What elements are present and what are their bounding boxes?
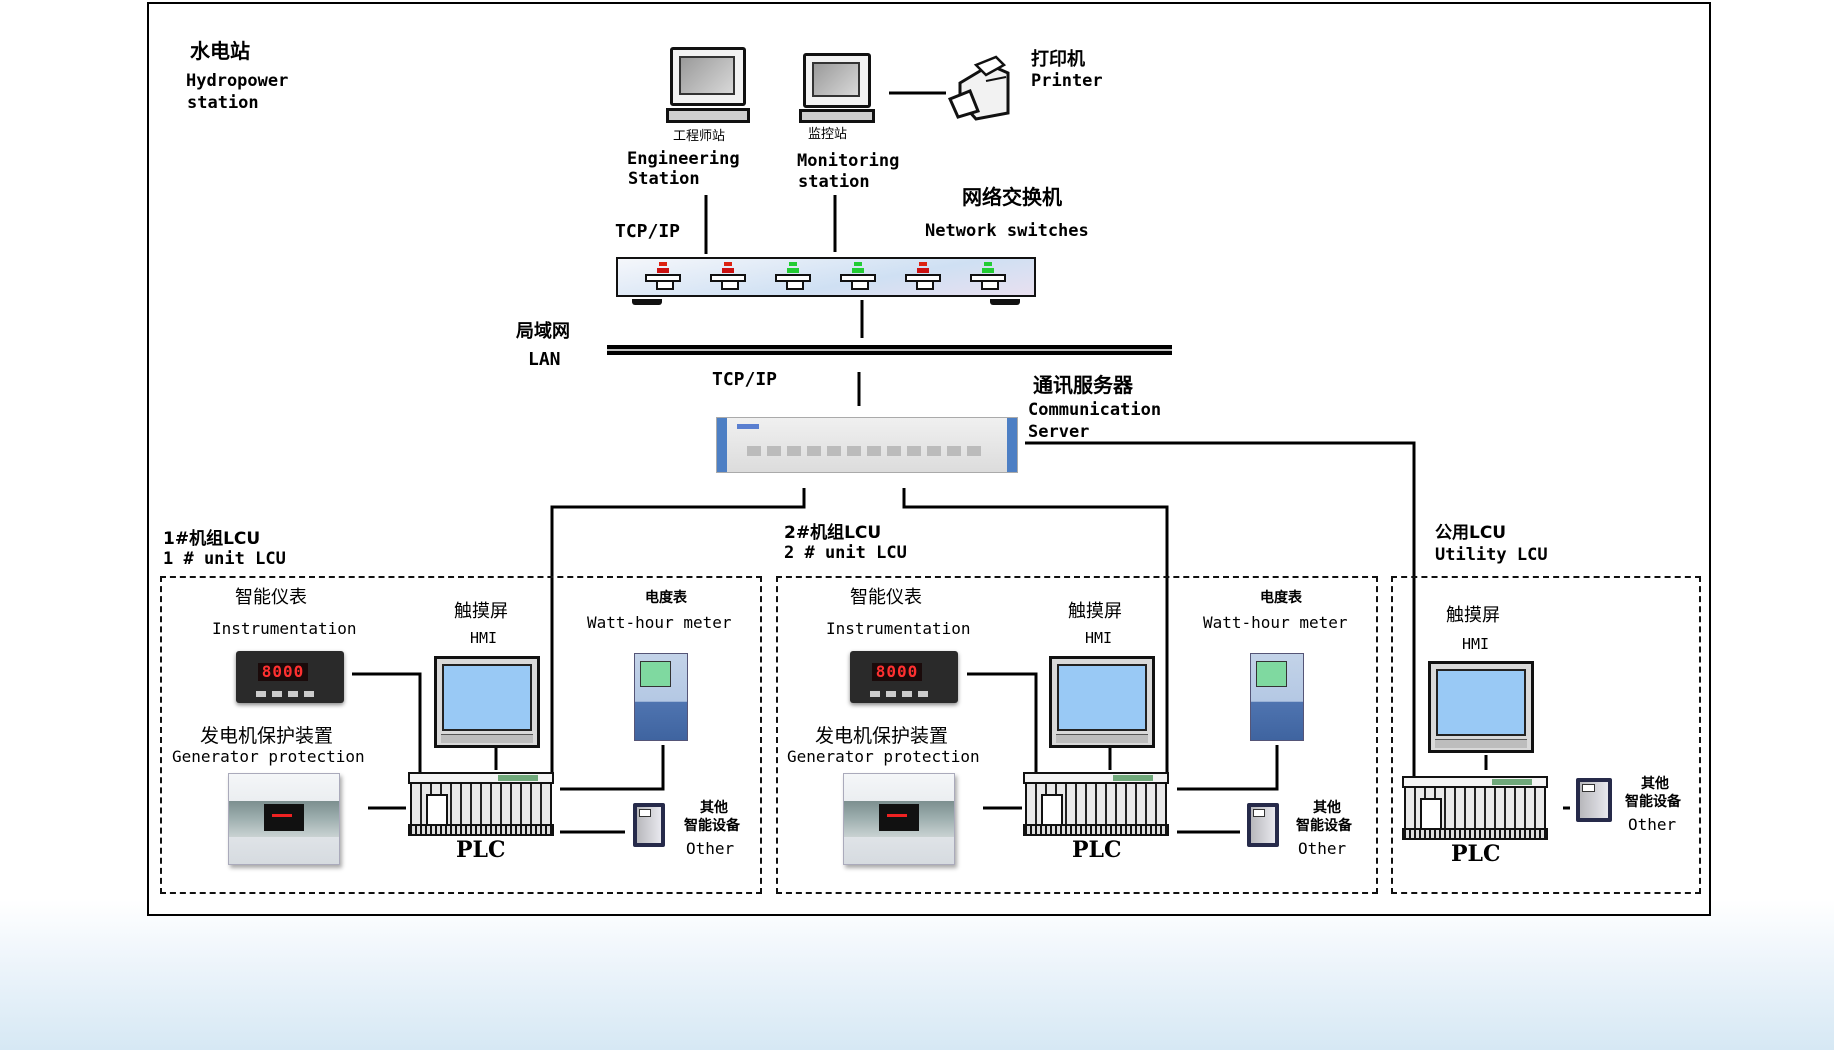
unit2-generator-label-en: Generator protection (787, 747, 980, 766)
network-switch-label-en: Network switches (925, 221, 1089, 241)
utility-hmi-label-cn: 触摸屏 (1446, 605, 1500, 626)
station-title-en-2: station (187, 93, 259, 113)
unit1-other-label-cn-1: 其他 (700, 800, 728, 816)
monitoring-station-label-en-2: station (798, 172, 870, 192)
server-label-en-2: Server (1028, 422, 1090, 442)
unit2-lcu-boundary (776, 576, 1378, 894)
utility-hmi-label-en: HMI (1462, 635, 1490, 653)
unit2-instrument-label-cn: 智能仪表 (850, 587, 922, 608)
station-title-en-1: Hydropower (186, 71, 289, 91)
unit2-hmi-touchscreen[interactable] (1049, 656, 1155, 748)
engineering-station-label-en-1: Engineering (627, 149, 740, 169)
tcpip-label-bottom: TCP/IP (712, 369, 778, 390)
unit2-hmi-label-en: HMI (1085, 629, 1113, 647)
unit1-title-en: 1 # unit LCU (163, 549, 286, 569)
network-switch-label-cn: 网络交换机 (962, 185, 1062, 209)
engineering-station-label-cn: 工程师站 (673, 129, 726, 144)
unit2-watt-label-en: Watt-hour meter (1203, 613, 1348, 632)
unit2-plc-device[interactable] (1023, 772, 1169, 836)
switch-port-5[interactable] (905, 262, 941, 290)
utility-plc-label: PLC (1451, 841, 1501, 867)
unit2-instrument-label-en: Instrumentation (826, 619, 971, 638)
server-label-cn: 通讯服务器 (1033, 373, 1133, 397)
station-title-cn: 水电站 (190, 39, 250, 63)
unit2-other-label-cn-1: 其他 (1313, 800, 1341, 816)
lan-label-en: LAN (528, 349, 561, 370)
unit2-title-en: 2 # unit LCU (784, 543, 907, 563)
utility-plc-device[interactable] (1402, 776, 1548, 840)
utility-other-label-cn-2: 智能设备 (1625, 794, 1681, 810)
unit1-hmi-touchscreen[interactable] (434, 656, 540, 748)
unit2-hmi-label-cn: 触摸屏 (1068, 601, 1122, 622)
instrument-display: 8000 (258, 663, 308, 681)
switch-port-4[interactable] (840, 262, 876, 290)
utility-title-en: Utility LCU (1435, 545, 1548, 565)
monitoring-station-label-cn: 监控站 (808, 127, 848, 142)
switch-port-1[interactable] (645, 262, 681, 290)
unit2-instrument-device[interactable]: 8000 (850, 651, 958, 703)
utility-other-device-icon[interactable] (1576, 778, 1612, 822)
engineering-station-label-en-2: Station (628, 169, 700, 189)
unit1-watt-label-en: Watt-hour meter (587, 613, 732, 632)
unit1-plc-device[interactable] (408, 772, 554, 836)
utility-other-label-cn-1: 其他 (1641, 776, 1669, 792)
unit2-watt-label-cn: 电度表 (1260, 590, 1302, 606)
unit1-instrument-device[interactable]: 8000 (236, 651, 344, 703)
unit2-title-cn: 2#机组LCU (784, 523, 882, 543)
unit1-watt-hour-meter[interactable] (634, 653, 688, 741)
monitoring-station-label-en-1: Monitoring (797, 151, 900, 171)
switch-port-6[interactable] (970, 262, 1006, 290)
unit2-generator-protection-device[interactable] (843, 773, 955, 865)
unit2-generator-label-cn: 发电机保护装置 (815, 725, 949, 747)
printer-label-en: Printer (1031, 71, 1103, 91)
monitoring-station-computer-icon[interactable] (799, 53, 875, 123)
unit2-other-label-cn-2: 智能设备 (1296, 818, 1352, 834)
unit1-generator-label-en: Generator protection (172, 747, 365, 766)
utility-lcu-boundary (1391, 576, 1701, 894)
unit2-other-label-en: Other (1298, 839, 1347, 858)
printer-icon[interactable] (946, 55, 1016, 125)
communication-server[interactable] (716, 417, 1018, 473)
printer-label-cn: 打印机 (1031, 49, 1085, 70)
lan-label-cn: 局域网 (516, 321, 570, 342)
unit1-generator-label-cn: 发电机保护装置 (200, 725, 334, 747)
instrument-display: 8000 (872, 663, 922, 681)
unit1-instrument-label-cn: 智能仪表 (235, 587, 307, 608)
switch-port-2[interactable] (710, 262, 746, 290)
unit2-other-device-icon[interactable] (1247, 803, 1279, 847)
unit1-other-label-en: Other (686, 839, 735, 858)
tcpip-label-top: TCP/IP (615, 221, 681, 242)
unit1-watt-label-cn: 电度表 (645, 590, 687, 606)
engineering-station-computer-icon[interactable] (666, 47, 750, 123)
network-switch[interactable] (616, 257, 1036, 305)
server-label-en-1: Communication (1028, 400, 1162, 420)
utility-title-cn: 公用LCU (1435, 523, 1507, 543)
unit1-plc-label: PLC (456, 837, 506, 863)
unit1-lcu-boundary (160, 576, 762, 894)
utility-hmi-touchscreen[interactable] (1428, 661, 1534, 753)
unit1-title-cn: 1#机组LCU (163, 529, 261, 549)
switch-port-3[interactable] (775, 262, 811, 290)
unit2-plc-label: PLC (1072, 837, 1122, 863)
unit1-other-device-icon[interactable] (633, 803, 665, 847)
unit1-other-label-cn-2: 智能设备 (684, 818, 740, 834)
utility-other-label-en: Other (1628, 815, 1677, 834)
unit1-hmi-label-cn: 触摸屏 (454, 601, 508, 622)
unit1-hmi-label-en: HMI (470, 629, 498, 647)
unit1-generator-protection-device[interactable] (228, 773, 340, 865)
unit1-instrument-label-en: Instrumentation (212, 619, 357, 638)
unit2-watt-hour-meter[interactable] (1250, 653, 1304, 741)
